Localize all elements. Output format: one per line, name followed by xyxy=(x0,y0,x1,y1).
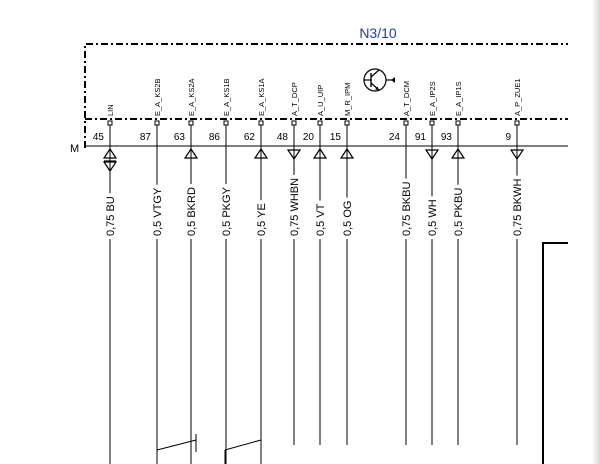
pin-square xyxy=(154,120,160,126)
transistor-icon xyxy=(363,68,395,92)
wire-label-gap xyxy=(510,175,524,239)
pin-p8: M_R_IPM 15 0,5 OG xyxy=(330,83,355,445)
wire-label: 0,5 OG xyxy=(342,201,354,236)
connector-arrow-up xyxy=(339,147,355,159)
wire-label-gap xyxy=(313,200,327,239)
wire-label: 0,5 BKRD xyxy=(186,187,198,236)
pins-layer: LIN 45 0,75 BU E_A_KS2B 87 0,5 VTGY E_A_KS2A 63… xyxy=(93,78,525,464)
pin-number: 48 xyxy=(277,132,289,143)
module-boundary xyxy=(84,43,568,148)
pin-name: A_P_ZUE1 xyxy=(513,78,522,116)
pin-p2: E_A_KS2B 87 0,5 VTGY xyxy=(140,78,164,464)
connector-arrow-up xyxy=(102,147,118,159)
pin-name: E_A_KS1B xyxy=(222,78,231,116)
pin-number: 45 xyxy=(93,132,105,143)
wire-label-gap xyxy=(254,200,268,239)
adjacent-component-outline xyxy=(542,242,568,464)
pin-number: 91 xyxy=(415,132,427,143)
wire-label-gap xyxy=(451,184,465,239)
wire-label: 0,75 BKWH xyxy=(512,178,524,236)
pin-name: E_A_KS2B xyxy=(153,78,162,116)
pin-number: 15 xyxy=(330,132,342,143)
pin-number: 20 xyxy=(303,132,315,143)
wire-label: 0,75 BKBU xyxy=(401,182,413,236)
pin-square xyxy=(223,120,229,126)
wire-label-gap xyxy=(340,197,354,239)
pin-number: 87 xyxy=(140,132,152,143)
pin-square xyxy=(429,120,435,126)
connector-arrow-down xyxy=(286,149,302,161)
connector-arrow-up xyxy=(253,147,269,159)
pin-p11: E_A_IP1S 93 0,5 PKBU xyxy=(441,81,466,445)
pin-p5: E_A_KS1A 62 0,5 YE xyxy=(244,78,269,464)
pin-name: LIN xyxy=(106,104,115,116)
wire-label: 0,5 YE xyxy=(256,203,268,236)
pin-name: A_T_DCM xyxy=(402,81,411,116)
pin-p12: A_P_ZUE1 9 0,75 BKWH xyxy=(505,78,525,445)
page-edge-shadow xyxy=(592,0,600,464)
pin-p3: E_A_KS2A 63 0,5 BKRD xyxy=(174,78,199,464)
pin-number: 24 xyxy=(389,132,401,143)
pin-square xyxy=(455,120,461,126)
pin-name: M_R_IPM xyxy=(343,83,352,116)
wire-label-gap xyxy=(184,184,198,239)
pin-name: E_A_IP2S xyxy=(428,81,437,116)
pin-p4: E_A_KS1B 86 0,5 PKGY xyxy=(209,78,233,464)
pin-p10: E_A_IP2S 91 0,5 WH xyxy=(415,81,440,445)
pin-number: 86 xyxy=(209,132,221,143)
wire-label-gap xyxy=(399,178,413,239)
wire-label: 0,5 VT xyxy=(315,203,327,236)
pin-p9: A_T_DCM 24 0,75 BKBU xyxy=(389,81,413,445)
connector-arrow-up xyxy=(183,147,199,159)
pin-name: A_U_UIP xyxy=(316,85,325,116)
pin-square xyxy=(317,120,323,126)
pin-name: E_A_KS1A xyxy=(257,78,266,116)
pin-p6: A_T_DCP 48 0,75 WHBN xyxy=(277,82,302,445)
wire-label-gap xyxy=(150,184,164,239)
wire-label-gap xyxy=(287,174,301,239)
wire-label-gap xyxy=(219,184,233,239)
connector-arrow-down xyxy=(424,149,440,161)
pin-p1: LIN 45 0,75 BU xyxy=(93,104,118,464)
pin-number: 63 xyxy=(174,132,186,143)
wire-label: 0,5 PKBU xyxy=(453,188,465,236)
wire-label: 0,5 VTGY xyxy=(152,187,164,236)
pin-number: 93 xyxy=(441,132,453,143)
connector-arrow-down xyxy=(509,149,525,161)
module-title: N3/10 xyxy=(359,25,397,41)
wire-label: 0,75 WHBN xyxy=(289,178,301,236)
pin-square xyxy=(188,120,194,126)
wire-label-gap xyxy=(103,193,117,239)
pin-square xyxy=(344,120,350,126)
bottom-switch-contacts xyxy=(156,434,262,464)
pin-name: A_T_DCP xyxy=(290,82,299,116)
pin-square xyxy=(258,120,264,126)
connector-arrow-down xyxy=(102,161,118,173)
pin-number: 62 xyxy=(244,132,256,143)
wire-label: 0,5 PKGY xyxy=(221,186,233,236)
pin-number: 9 xyxy=(505,132,511,143)
pin-name: E_A_IP1S xyxy=(454,81,463,116)
pin-square xyxy=(403,120,409,126)
connector-arrow-up xyxy=(312,147,328,159)
pin-p7: A_U_UIP 20 0,5 VT xyxy=(303,85,328,445)
wire-label: 0,5 WH xyxy=(427,199,439,236)
pin-name: E_A_KS2A xyxy=(187,78,196,116)
connector-arrow-up xyxy=(450,147,466,159)
pin-square xyxy=(291,120,297,126)
pin-square xyxy=(514,120,520,126)
wire-label-gap xyxy=(425,196,439,239)
wire-label: 0,75 BU xyxy=(105,196,117,236)
ground-label: M xyxy=(70,143,79,155)
pin-square xyxy=(107,120,113,126)
